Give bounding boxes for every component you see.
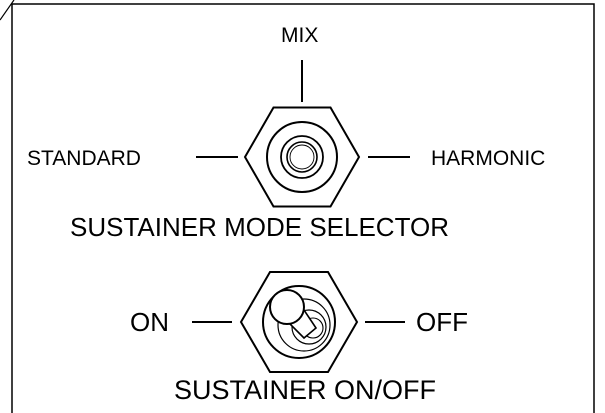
panel-corner-mark (0, 0, 15, 21)
toggle-bushing-ring-1 (277, 298, 331, 352)
mode-selector-switch[interactable] (243, 106, 361, 208)
standard-label: STANDARD (27, 147, 141, 170)
harmonic-label: HARMONIC (431, 147, 546, 170)
mode-selector-title: SUSTAINER MODE SELECTOR (70, 212, 449, 242)
mix-label: MIX (281, 24, 319, 47)
on-off-title: SUSTAINER ON/OFF (174, 375, 437, 405)
off-label: OFF (416, 307, 468, 337)
panel-border (11, 3, 595, 413)
toggle-lever-tip (269, 289, 305, 325)
mode-selector-knob-core (289, 144, 315, 170)
on-label: ON (130, 307, 169, 337)
on-off-toggle-switch[interactable] (239, 271, 359, 373)
mode-selector-knob-inner (286, 141, 318, 173)
